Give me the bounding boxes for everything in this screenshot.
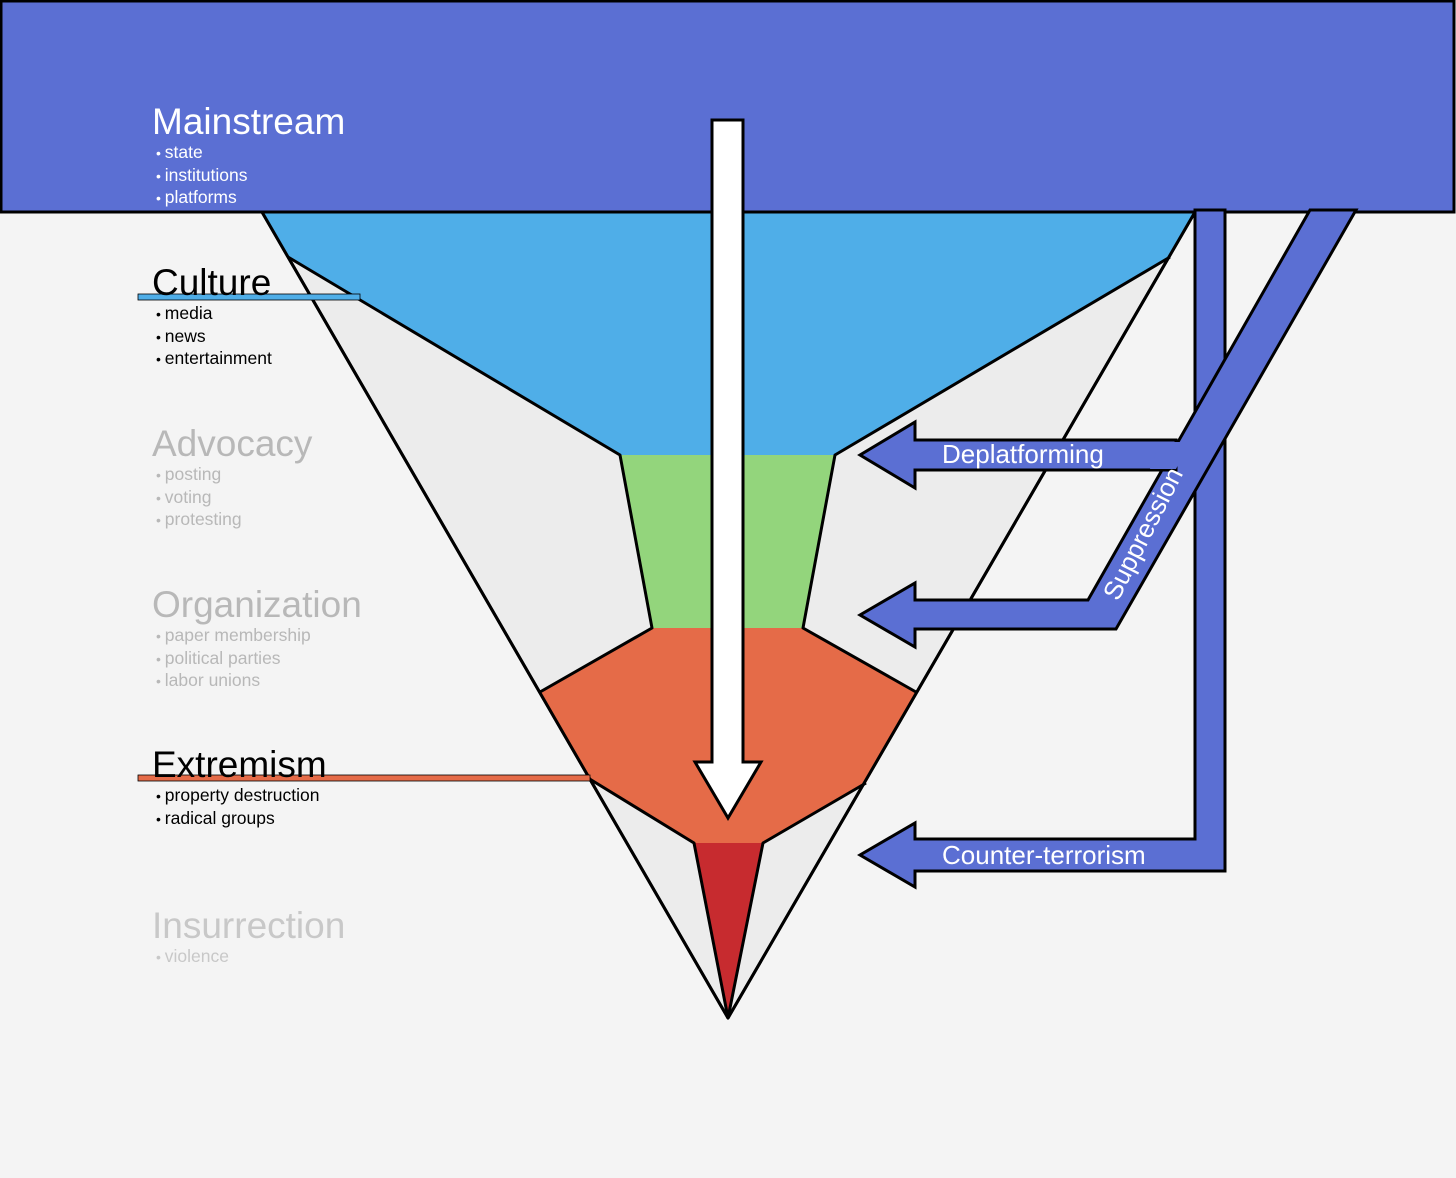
list-item: institutions bbox=[156, 165, 345, 188]
level-title: Organization bbox=[152, 584, 362, 625]
level-culture: Culture media news entertainment bbox=[152, 264, 272, 371]
culture-underline bbox=[137, 293, 361, 301]
level-title: Insurrection bbox=[152, 905, 346, 946]
funnel-edges bbox=[260, 211, 1197, 1020]
deplatforming-arrow bbox=[857, 419, 1178, 491]
list-item: platforms bbox=[156, 187, 345, 210]
list-item: media bbox=[156, 303, 272, 326]
level-title: Advocacy bbox=[152, 423, 313, 464]
level-title: Mainstream bbox=[152, 101, 346, 142]
list-item: political parties bbox=[156, 648, 362, 671]
level-title: Culture bbox=[152, 262, 272, 303]
level-organization: Organization paper membership political … bbox=[152, 586, 362, 693]
list-item: radical groups bbox=[156, 808, 327, 831]
list-item: labor unions bbox=[156, 670, 362, 693]
counter-terrorism-arrow bbox=[857, 208, 1227, 890]
list-item: violence bbox=[156, 946, 345, 969]
suppression-arrow bbox=[857, 208, 1359, 650]
list-item: state bbox=[156, 142, 345, 165]
level-items: state institutions platforms bbox=[156, 142, 345, 210]
radicalization-arrow bbox=[692, 118, 764, 821]
list-item: news bbox=[156, 326, 272, 349]
counter-terrorism-label: Counter-terrorism bbox=[942, 840, 1146, 870]
level-advocacy: Advocacy posting voting protesting bbox=[152, 425, 312, 532]
extremism-underline bbox=[137, 774, 591, 782]
level-mainstream: Mainstream state institutions platforms bbox=[152, 103, 345, 210]
level-extremism: Extremism property destruction radical g… bbox=[152, 746, 327, 830]
deplatforming-label: Deplatforming bbox=[942, 439, 1104, 469]
level-items: paper membership political parties labor… bbox=[156, 625, 362, 693]
level-items: violence bbox=[156, 946, 345, 969]
list-item: paper membership bbox=[156, 625, 362, 648]
level-title: Extremism bbox=[152, 744, 327, 785]
arrow-join bbox=[1150, 442, 1190, 469]
list-item: voting bbox=[156, 487, 312, 510]
list-item: posting bbox=[156, 464, 312, 487]
level-items: property destruction radical groups bbox=[156, 785, 327, 830]
level-items: posting voting protesting bbox=[156, 464, 312, 532]
level-insurrection: Insurrection violence bbox=[152, 907, 345, 969]
list-item: property destruction bbox=[156, 785, 327, 808]
level-items: media news entertainment bbox=[156, 303, 272, 371]
insurrection-tip bbox=[694, 843, 763, 1018]
list-item: protesting bbox=[156, 509, 312, 532]
list-item: entertainment bbox=[156, 348, 272, 371]
